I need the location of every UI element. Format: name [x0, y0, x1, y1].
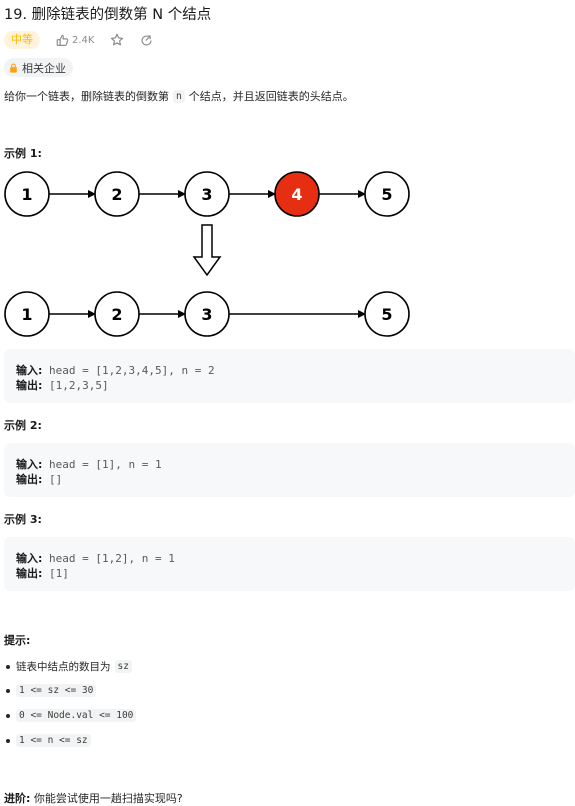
example-input-label: 输入: — [16, 552, 43, 565]
hint-text: 链表中结点的数目为 — [16, 661, 111, 673]
share-button[interactable] — [140, 34, 153, 47]
example-1-heading: 示例 1: — [4, 147, 42, 160]
example-1-output: 输出: [1,2,3,5] — [16, 377, 109, 393]
list-node — [364, 171, 410, 217]
share-icon — [141, 35, 153, 46]
lock-icon — [10, 63, 17, 73]
example-1-input: 输入: head = [1,2,3,4,5], n = 2 — [16, 362, 215, 378]
example-output-value: [] — [49, 473, 63, 486]
list-node-label: 1 — [21, 305, 32, 324]
example-3-output: 输出: [1] — [16, 565, 69, 581]
example-output-label: 输出: — [16, 567, 43, 580]
linked-list-diagram: 1 2 3 4 5 1 2 3 5 — [4, 171, 410, 337]
problem-meta-row: 中等 2.4K — [4, 30, 153, 50]
example-output-value: [1,2,3,5] — [49, 379, 109, 392]
list-node-label: 5 — [381, 305, 392, 324]
like-button[interactable]: 2.4K — [56, 34, 94, 47]
bullet — [6, 664, 10, 669]
company-tag-label: 相关企业 — [22, 61, 66, 75]
problem-description: 给你一个链表，删除链表的倒数第 n 个结点，并且返回链表的头结点。 — [4, 88, 354, 104]
list-node-label: 5 — [381, 185, 392, 204]
favorite-button[interactable] — [110, 33, 124, 47]
followup-question: 你能尝试使用一趟扫描实现吗? — [33, 792, 183, 805]
example-3-input: 输入: head = [1,2], n = 1 — [16, 550, 175, 566]
hint-code: 1 <= sz <= 30 — [16, 684, 97, 697]
list-node — [364, 291, 410, 337]
description-code: n — [173, 89, 185, 103]
example-2-box: 输入: head = [1], n = 1 输出: [] — [4, 443, 575, 497]
example-input-label: 输入: — [16, 458, 43, 471]
example-input-value: head = [1], n = 1 — [49, 458, 162, 471]
hint-code: sz — [114, 660, 132, 673]
difficulty-badge: 中等 — [4, 31, 40, 49]
example-3-box: 输入: head = [1,2], n = 1 输出: [1] — [4, 537, 575, 591]
description-text-after: 个结点，并且返回链表的头结点。 — [188, 90, 354, 103]
star-icon — [111, 33, 124, 46]
example-output-label: 输出: — [16, 379, 43, 392]
hint-code: 0 <= Node.val <= 100 — [16, 709, 137, 722]
company-tag-button[interactable]: 相关企业 — [4, 58, 73, 77]
hint-code: 1 <= n <= sz — [16, 734, 91, 747]
list-node-label: 2 — [111, 305, 122, 324]
down-arrow — [192, 224, 222, 277]
thumbs-up-icon — [56, 34, 69, 46]
example-3-heading: 示例 3: — [4, 513, 42, 526]
hint-item: 链表中结点的数目为 sz — [4, 659, 136, 674]
example-input-value: head = [1,2,3,4,5], n = 2 — [49, 364, 215, 377]
hint-item: 0 <= Node.val <= 100 — [4, 709, 140, 722]
example-2-heading: 示例 2: — [4, 419, 42, 432]
hint-item: 1 <= sz <= 30 — [4, 684, 100, 697]
description-text-before: 给你一个链表，删除链表的倒数第 — [4, 90, 169, 103]
list-node-label: 3 — [201, 305, 212, 324]
example-output-value: [1] — [49, 567, 69, 580]
followup-label: 进阶: — [4, 792, 31, 805]
list-node-label: 2 — [111, 185, 122, 204]
example-1-box: 输入: head = [1,2,3,4,5], n = 2 输出: [1,2,3… — [4, 349, 575, 403]
bullet — [6, 738, 10, 743]
example-input-label: 输入: — [16, 364, 43, 377]
problem-title: 19. 删除链表的倒数第 N 个结点 — [4, 7, 212, 23]
like-count: 2.4K — [72, 34, 95, 46]
hint-item: 1 <= n <= sz — [4, 734, 95, 747]
list-node-label: 3 — [201, 185, 212, 204]
example-2-input: 输入: head = [1], n = 1 — [16, 456, 162, 472]
list-node-label: 4 — [291, 185, 302, 204]
followup-text: 进阶: 你能尝试使用一趟扫描实现吗? — [4, 790, 183, 806]
list-node-label: 1 — [21, 185, 32, 204]
hints-heading: 提示: — [4, 634, 31, 647]
example-output-label: 输出: — [16, 473, 43, 486]
example-input-value: head = [1,2], n = 1 — [49, 552, 175, 565]
example-2-output: 输出: [] — [16, 471, 62, 487]
bullet — [6, 713, 10, 718]
bullet — [6, 688, 10, 693]
